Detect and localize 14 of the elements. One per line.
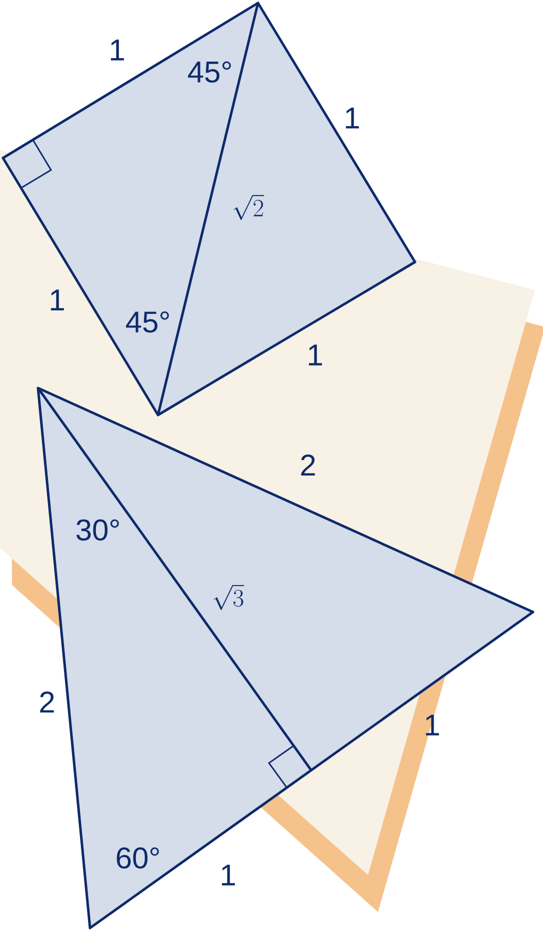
angle-label: 30°: [76, 519, 119, 541]
angle-label: 45°: [126, 311, 169, 333]
side-label: 1: [346, 108, 359, 128]
angle-label: 45°: [188, 61, 231, 83]
side-label: 2: [40, 692, 54, 712]
side-label: 1: [308, 344, 322, 366]
side-label: 1: [426, 714, 439, 736]
side-label: 1: [110, 40, 124, 60]
side-label: $\sqrt{2}$: [234, 195, 264, 220]
angle-label: 60°: [116, 847, 159, 869]
side-label: $\sqrt{3}$: [214, 585, 244, 610]
side-label: 1: [222, 864, 235, 886]
side-label: 2: [301, 454, 315, 476]
side-label: 1: [50, 290, 64, 310]
